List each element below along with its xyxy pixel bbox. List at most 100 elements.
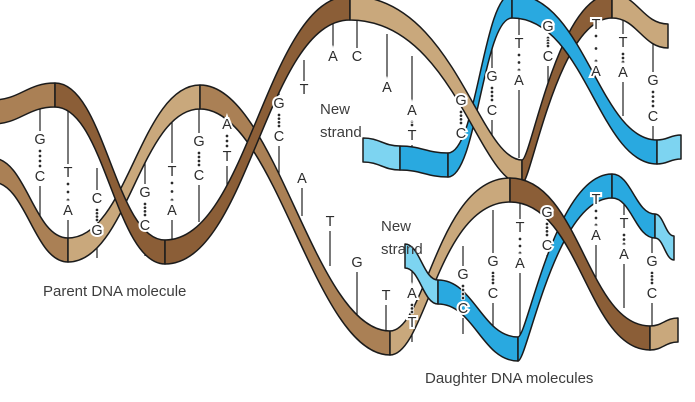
hydrogen-bond-dot [621, 237, 627, 242]
hydrogen-bond-dot [65, 181, 71, 187]
dna-ribbon-segment [0, 82, 56, 125]
hydrogen-bond-dot [490, 277, 496, 282]
hydrogen-bond-dot [196, 162, 202, 168]
hydrogen-bond-dot [196, 150, 202, 156]
daughter-dna-label: Daughter DNA molecules [425, 370, 593, 387]
hydrogen-bond-dot [276, 112, 282, 118]
hydrogen-bond-dot [142, 201, 148, 207]
base-letter: G [542, 19, 553, 35]
base-letter: A [382, 80, 392, 96]
base-letter: C [194, 168, 204, 184]
base-letter: T [382, 288, 391, 304]
hydrogen-bond-dot [545, 43, 551, 49]
base-letter: T [592, 17, 601, 33]
hydrogen-bond-dot [142, 205, 148, 210]
hydrogen-bond-dot [649, 277, 655, 282]
hydrogen-bond-dot [276, 120, 282, 125]
base-letter: C [648, 109, 658, 125]
hydrogen-bond-dot [169, 197, 175, 203]
base-letter: C [274, 129, 284, 145]
hydrogen-bond-dot [224, 138, 230, 144]
base-letter: G [487, 254, 498, 270]
hydrogen-bond-dot [593, 208, 599, 214]
hydrogen-bond-dot [516, 67, 522, 73]
base-letter: A [328, 49, 338, 65]
base-letter: T [64, 165, 73, 181]
hydrogen-bond-dot [490, 270, 496, 276]
hydrogen-bond-dot [94, 207, 100, 213]
hydrogen-bond-dot [409, 302, 415, 308]
base-letter: C [456, 126, 466, 142]
base-letter: A [618, 65, 628, 81]
hydrogen-bond-dot [650, 94, 656, 99]
hydrogen-bond-dot [489, 85, 495, 91]
hydrogen-bond-dot [649, 274, 655, 279]
hydrogen-bond-dot [169, 189, 175, 194]
parent-dna-label: Parent DNA molecule [43, 283, 186, 300]
base-letter: T [300, 82, 309, 98]
base-letter: T [620, 216, 629, 232]
hydrogen-bond-dot [490, 280, 496, 286]
new-strand-label-bottom: New strand [381, 218, 423, 258]
hydrogen-bond-dot [409, 309, 415, 315]
base-letter: T [408, 315, 417, 331]
hydrogen-bond-dot [94, 217, 100, 223]
hydrogen-bond-dot [517, 243, 523, 249]
base-letter: T [516, 220, 525, 236]
dna-ribbons-layer [0, 0, 682, 362]
hydrogen-bond-dot [460, 295, 466, 301]
hydrogen-bond-dot [460, 291, 466, 297]
base-letter: C [352, 49, 362, 65]
hydrogen-bond-dot [593, 215, 599, 221]
base-letter: A [167, 203, 177, 219]
new-strand-label-top: New strand [320, 101, 362, 141]
base-letter: C [92, 191, 102, 207]
hydrogen-bond-dot [458, 120, 464, 126]
hydrogen-bond-dot [37, 153, 43, 159]
hydrogen-bond-dot [196, 154, 202, 160]
hydrogen-bond-dot [489, 97, 495, 103]
base-letter: G [351, 255, 362, 271]
hydrogen-bond-dot [460, 287, 466, 293]
base-letter: G [646, 254, 657, 270]
hydrogen-bond-dot [65, 189, 71, 195]
hydrogen-bond-dot [517, 236, 523, 242]
hydrogen-bond-dot [650, 99, 656, 104]
dna-ribbon-segment [399, 145, 449, 178]
hydrogen-bond-dot [224, 133, 230, 139]
hydrogen-bond-dot [142, 209, 148, 214]
base-letter: G [541, 205, 552, 221]
base-letter: C [543, 49, 553, 65]
hydrogen-bond-dot [458, 113, 464, 118]
hydrogen-bond-dot [94, 214, 100, 219]
base-letter: G [457, 267, 468, 283]
base-letter: T [408, 128, 417, 144]
hydrogen-bond-dot [593, 46, 599, 51]
hydrogen-bond-dot [224, 143, 230, 149]
hydrogen-bond-dot [37, 163, 43, 169]
base-letter: T [326, 214, 335, 230]
base-letter: G [139, 185, 150, 201]
hydrogen-bond-dot [544, 221, 550, 227]
hydrogen-bond-dot [460, 283, 466, 289]
hydrogen-bond-dot [544, 232, 550, 238]
hydrogen-bond-dot [593, 222, 599, 228]
hydrogen-bond-dot [490, 274, 496, 279]
base-letter: A [222, 117, 232, 133]
hydrogen-bond-dot [489, 93, 495, 99]
hydrogen-bond-dot [94, 211, 100, 216]
hydrogen-bond-dot [65, 197, 71, 203]
base-letter: G [455, 93, 466, 109]
base-letter: G [273, 96, 284, 112]
dna-ribbon-segment [656, 134, 682, 165]
base-letter: G [486, 69, 497, 85]
hydrogen-bond-dot [37, 148, 43, 154]
dna-ribbon-segment [654, 213, 675, 261]
hydrogen-bond-dot [37, 158, 43, 164]
hydrogen-bond-dot [621, 232, 627, 238]
hydrogen-bond-dot [516, 52, 522, 58]
hydrogen-bond-dot [458, 117, 464, 122]
base-letter: A [591, 228, 601, 244]
